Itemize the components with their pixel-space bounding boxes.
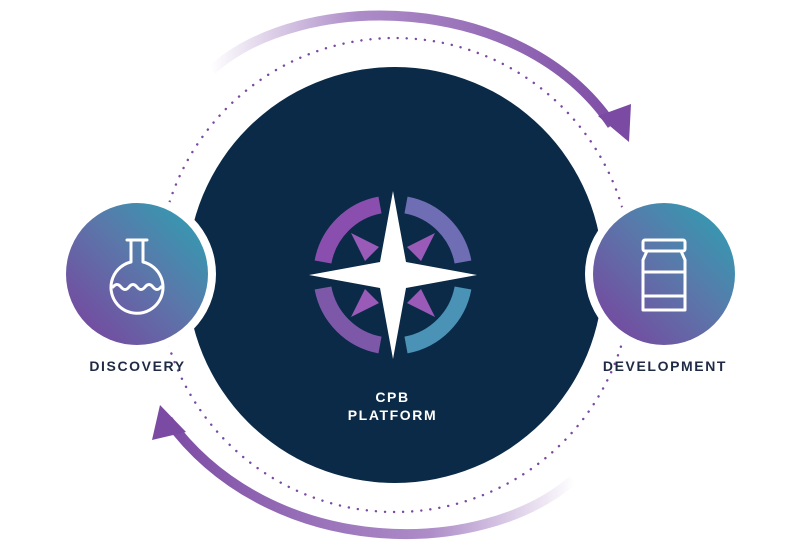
development-label: DEVELOPMENT (602, 358, 728, 374)
platform-label: CPB PLATFORM (300, 388, 485, 424)
top-arrowhead (598, 104, 631, 142)
discovery-label: DISCOVERY (89, 358, 186, 374)
platform-label-line1: CPB (375, 389, 410, 405)
platform-label-line2: PLATFORM (347, 407, 438, 423)
top-cycle-arrow (208, 10, 631, 142)
bottom-arrowhead (152, 405, 186, 440)
vial-icon (641, 238, 687, 312)
compass-icon (309, 191, 477, 359)
development-node (585, 195, 743, 353)
flask-icon (109, 238, 165, 315)
bottom-cycle-arrow (152, 405, 577, 540)
discovery-node (58, 195, 216, 353)
